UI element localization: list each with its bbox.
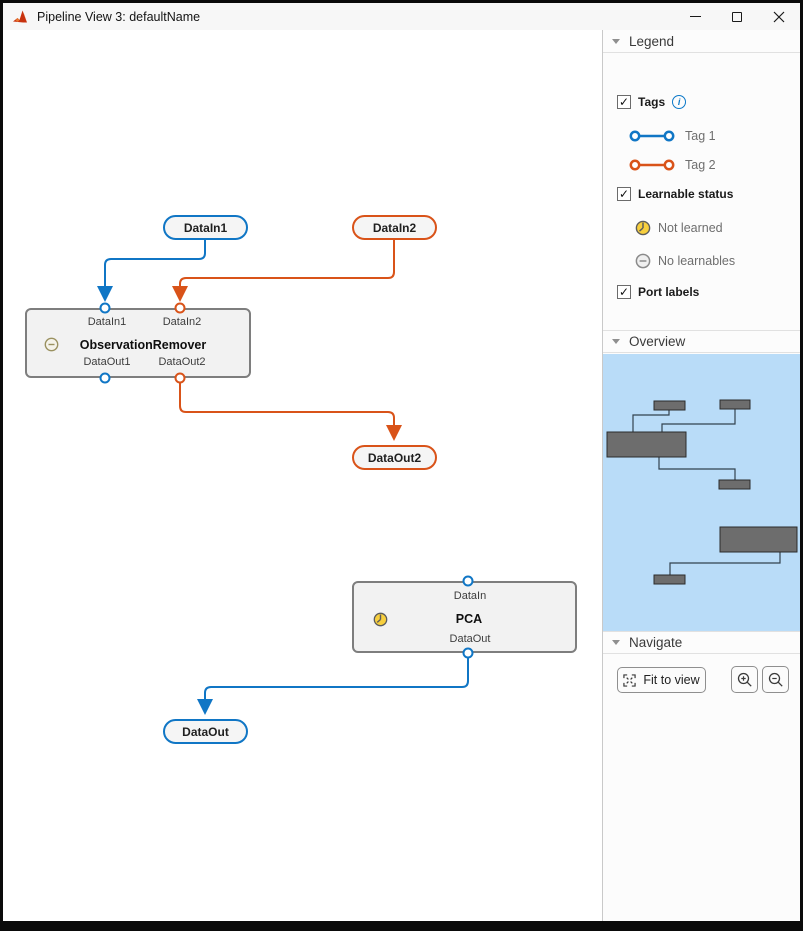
no-learnables-icon <box>635 253 651 269</box>
navigate-section-header[interactable]: Navigate <box>603 631 800 654</box>
matlab-logo-icon <box>13 10 27 22</box>
pill-label: DataOut2 <box>367 450 422 465</box>
tags-checkbox[interactable]: ✓ <box>617 95 631 109</box>
legend-section-header[interactable]: Legend <box>603 30 800 53</box>
collapse-triangle-icon <box>612 339 620 344</box>
navigate-title: Navigate <box>629 635 683 650</box>
pill-label: DataIn1 <box>183 220 228 235</box>
zoom-in-button[interactable] <box>731 666 758 693</box>
no-learnables-row: No learnables <box>635 253 735 269</box>
legend-title: Legend <box>629 33 675 49</box>
tag2-line-sample <box>629 159 675 171</box>
port-label: DataIn2 <box>162 316 202 328</box>
block-name: PCA <box>455 612 483 626</box>
port-label: DataIn <box>453 590 487 602</box>
close-icon <box>773 11 785 22</box>
learnable-status-label: Learnable status <box>638 187 734 201</box>
tags-label: Tags <box>638 95 666 109</box>
pipeline-canvas[interactable]: DataIn1 DataIn2 ObservationRemover DataO… <box>3 30 602 921</box>
pill-dataout2[interactable]: DataOut2 <box>352 445 437 470</box>
port-label: DataIn1 <box>87 316 127 328</box>
side-panel: Legend ✓ Tags i Tag 1 <box>602 30 800 921</box>
tags-row: ✓ Tags i <box>617 95 687 109</box>
block-pca[interactable]: DataIn PCA DataOut <box>352 581 577 653</box>
no-learnables-label: No learnables <box>658 254 736 268</box>
zoom-in-icon <box>737 672 752 687</box>
maximize-button[interactable] <box>716 3 758 30</box>
tag1-line-sample <box>629 130 675 142</box>
minimap-graph <box>606 399 798 585</box>
port-labels-label: Port labels <box>638 285 700 299</box>
edge-pca-to-dataout[interactable] <box>197 658 469 715</box>
title-bar: Pipeline View 3: defaultName <box>3 3 800 30</box>
pill-datain1[interactable]: DataIn1 <box>163 215 248 240</box>
pill-label: DataIn2 <box>372 220 417 235</box>
pill-label: DataOut <box>182 724 229 739</box>
block-observationremover[interactable]: DataIn1 DataIn2 ObservationRemover DataO… <box>25 308 251 378</box>
maximize-icon <box>732 11 742 22</box>
port-labels-checkbox[interactable]: ✓ <box>617 285 631 299</box>
pill-dataout[interactable]: DataOut <box>163 719 248 744</box>
info-icon[interactable]: i <box>672 95 687 109</box>
overview-title: Overview <box>629 334 686 349</box>
tag1-row: Tag 1 <box>629 129 716 143</box>
overview-minimap[interactable] <box>603 354 800 631</box>
edge-datain2-to-observationremover[interactable] <box>172 240 395 302</box>
collapse-triangle-icon <box>612 38 620 44</box>
block-name: ObservationRemover <box>79 338 207 352</box>
zoom-out-icon <box>768 672 783 687</box>
tag2-row: Tag 2 <box>629 158 716 172</box>
learnable-status-checkbox[interactable]: ✓ <box>617 187 631 201</box>
not-learned-icon <box>373 612 388 627</box>
edge-observationremover-to-dataout2[interactable] <box>179 383 402 441</box>
fit-to-view-button[interactable]: Fit to view <box>617 667 706 693</box>
not-learned-icon <box>635 220 651 236</box>
collapse-triangle-icon <box>612 640 620 645</box>
fit-to-view-icon <box>623 673 637 687</box>
connections-layer <box>97 240 474 715</box>
no-learnables-icon <box>44 337 59 352</box>
tag1-label: Tag 1 <box>685 129 716 143</box>
overview-section-header[interactable]: Overview <box>603 330 800 353</box>
pill-datain2[interactable]: DataIn2 <box>352 215 437 240</box>
edge-datain1-to-observationremover[interactable] <box>97 240 206 302</box>
port-labels-row: ✓ Port labels <box>617 285 699 299</box>
port-label: DataOut <box>449 633 491 645</box>
port-label: DataOut2 <box>158 356 206 368</box>
minimize-icon <box>689 16 701 17</box>
minimize-button[interactable] <box>674 3 716 30</box>
close-button[interactable] <box>758 3 800 30</box>
port-label: DataOut1 <box>83 356 131 368</box>
learnable-status-row: ✓ Learnable status <box>617 187 733 201</box>
zoom-out-button[interactable] <box>762 666 789 693</box>
window-title: Pipeline View 3: defaultName <box>37 9 201 24</box>
not-learned-row: Not learned <box>635 220 723 236</box>
fit-to-view-label: Fit to view <box>643 673 700 687</box>
not-learned-label: Not learned <box>658 221 723 235</box>
tag2-label: Tag 2 <box>685 158 716 172</box>
